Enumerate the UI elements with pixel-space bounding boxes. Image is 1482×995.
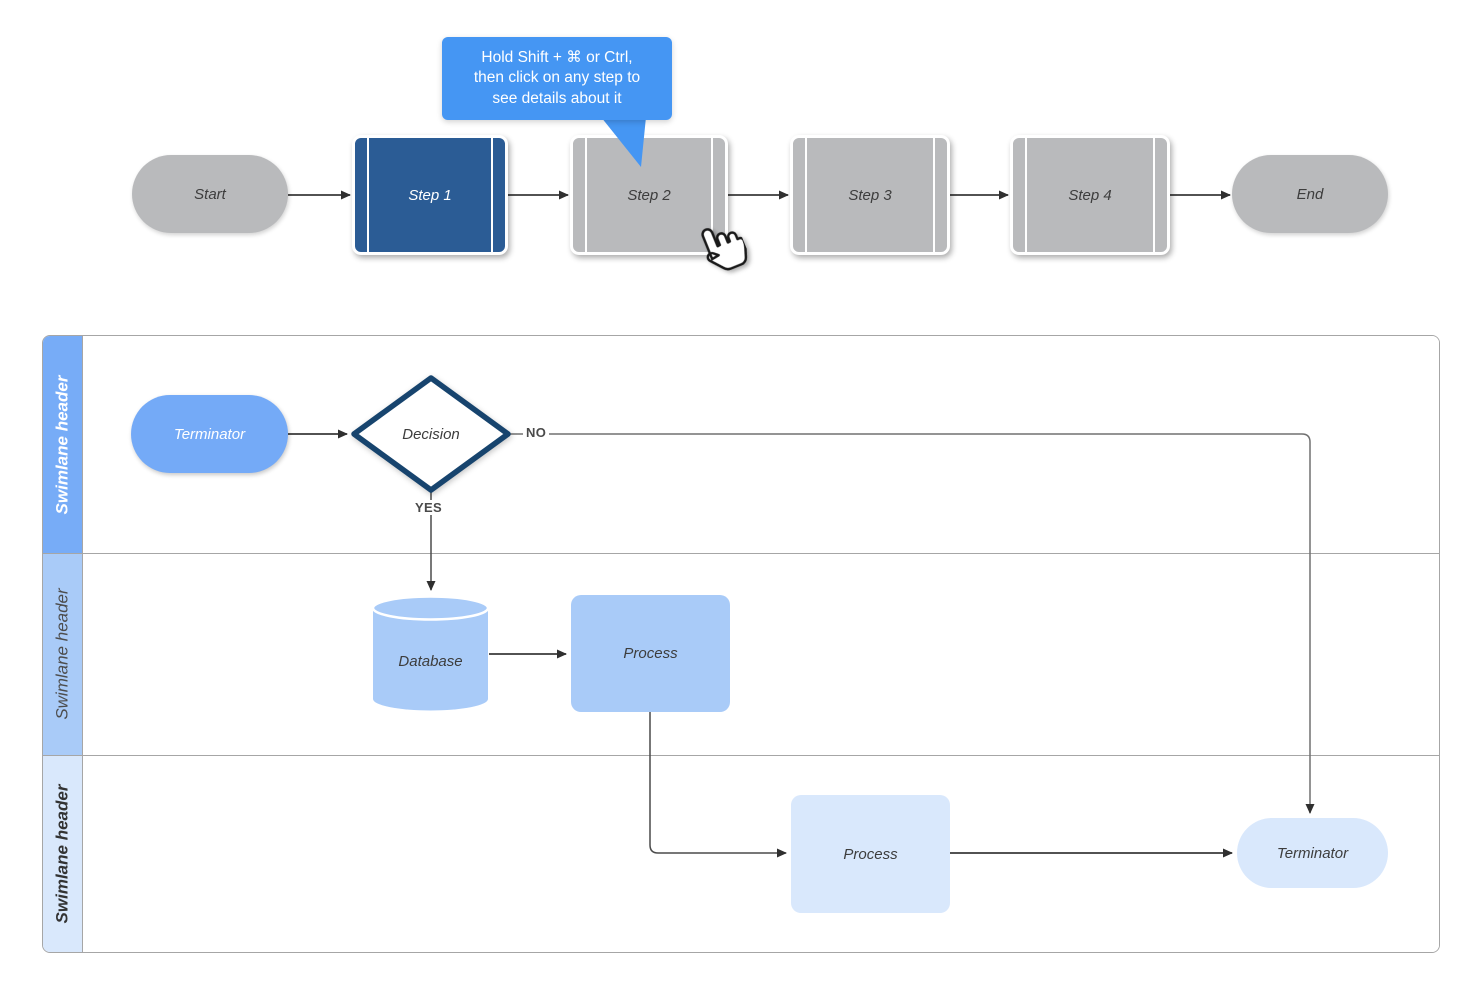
swimlane-header-2-label: Swimlane header (52, 588, 72, 721)
step-3-label: Step 3 (848, 186, 892, 204)
swimlane-body-3 (83, 755, 1439, 952)
swimlane-header-3: Swimlane header (43, 755, 83, 952)
swimlane-header-2: Swimlane header (43, 554, 83, 755)
tooltip-line-1: Hold Shift + ⌘ or Ctrl, (481, 48, 633, 66)
step-4-label: Step 4 (1068, 186, 1112, 204)
tooltip: Hold Shift + ⌘ or Ctrl, then click on an… (442, 37, 672, 120)
swimlane-header-3-label: Swimlane header (52, 784, 72, 924)
edge-label-no: NO (523, 425, 550, 440)
process-lane3-label: Process (843, 845, 898, 863)
terminator-lane3-label: Terminator (1276, 844, 1349, 862)
terminator-shape-lane1[interactable]: Terminator (131, 395, 288, 473)
tooltip-tail (601, 117, 646, 167)
terminator-lane1-label: Terminator (173, 425, 246, 443)
tooltip-line-2: then click on any step to (473, 69, 641, 87)
terminator-shape-lane3[interactable]: Terminator (1237, 818, 1388, 888)
decision-label: Decision (402, 425, 460, 443)
database-cylinder-outline (372, 595, 489, 711)
process-shape-lane3[interactable]: Process (791, 795, 950, 913)
process-shape-lane2[interactable]: Process (571, 595, 730, 712)
edge-label-yes: YES (412, 500, 445, 515)
decision-diamond-outline (351, 375, 511, 493)
step-2-label: Step 2 (627, 186, 671, 204)
end-label: End (1296, 185, 1324, 203)
hand-pointer-cursor-icon (701, 228, 748, 271)
swimlane-body-2 (83, 554, 1439, 755)
swimlane-header-1: Swimlane header (43, 336, 83, 554)
start-label: Start (194, 185, 226, 203)
decision-diamond-shape[interactable]: Decision (349, 373, 513, 495)
tooltip-line-3: see details about it (492, 89, 622, 107)
swimlane-lane-3: Swimlane header (43, 754, 1439, 952)
step-1-label: Step 1 (408, 186, 452, 204)
step-1-shape[interactable]: Step 1 (352, 135, 508, 255)
swimlane-lane-2: Swimlane header (43, 553, 1439, 755)
step-4-shape[interactable]: Step 4 (1010, 135, 1170, 255)
database-cylinder-shape[interactable]: Database (372, 595, 489, 712)
step-3-shape[interactable]: Step 3 (790, 135, 950, 255)
process-lane2-label: Process (623, 645, 678, 662)
database-label: Database (398, 653, 463, 670)
swimlane-header-1-label: Swimlane header (52, 375, 72, 515)
start-terminator-shape[interactable]: Start (132, 155, 288, 233)
end-terminator-shape[interactable]: End (1232, 155, 1388, 233)
